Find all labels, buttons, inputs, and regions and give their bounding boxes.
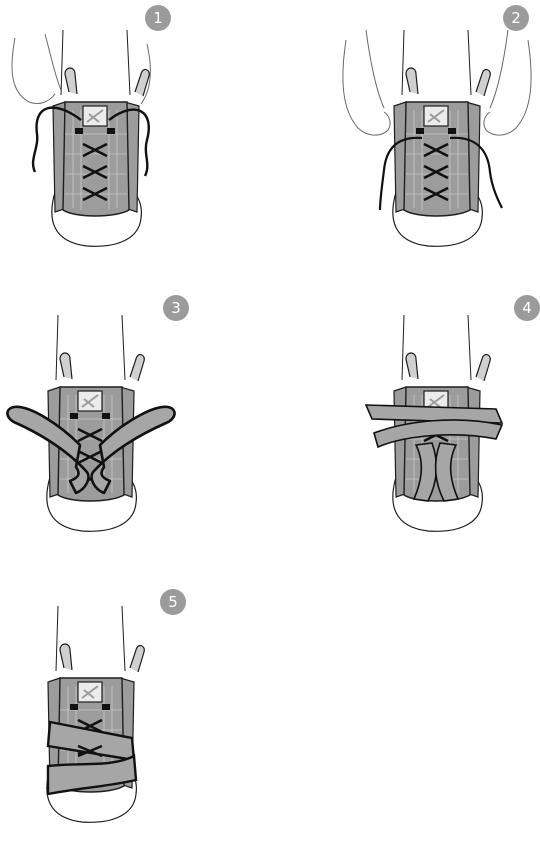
- step-number: 2: [511, 9, 521, 27]
- step-number: 3: [171, 299, 181, 317]
- step-1-badge: 1: [145, 5, 171, 31]
- step-5: 5: [47, 589, 186, 822]
- step-4-illustration: [366, 315, 502, 531]
- step-5-badge: 5: [160, 589, 186, 615]
- step-1-illustration: [12, 30, 150, 246]
- step-4-badge: 4: [514, 295, 540, 321]
- step-number: 4: [522, 299, 532, 317]
- step-3: 3: [7, 295, 189, 531]
- step-4: 4: [366, 295, 540, 531]
- step-number: 1: [153, 9, 163, 27]
- step-number: 5: [168, 593, 178, 611]
- step-2: 2: [343, 5, 531, 246]
- step-1: 1: [12, 5, 171, 246]
- step-2-illustration: [343, 30, 531, 246]
- step-3-badge: 3: [163, 295, 189, 321]
- step-5-illustration: [47, 606, 144, 822]
- step-2-badge: 2: [503, 5, 529, 31]
- step-3-illustration: [7, 315, 174, 531]
